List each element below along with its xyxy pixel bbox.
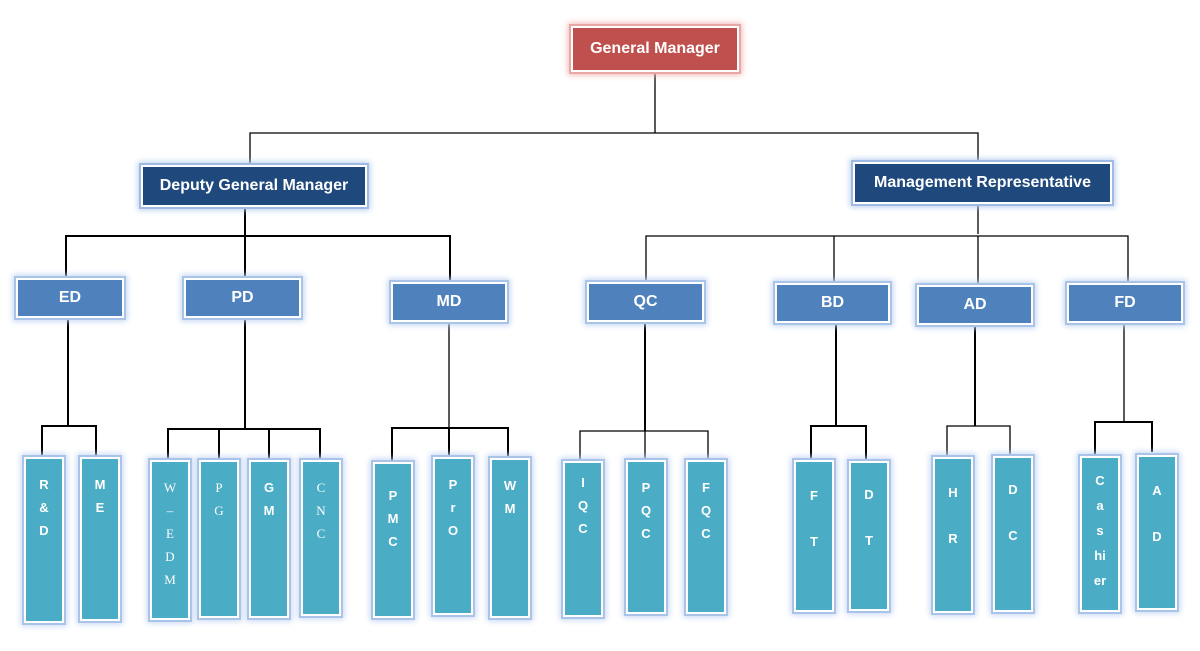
unit-letter: D bbox=[864, 487, 874, 502]
unit-letter: A bbox=[1152, 483, 1162, 498]
unit-letter: M bbox=[164, 572, 176, 587]
unit-wedm-box: W – E D M bbox=[150, 460, 190, 620]
unit-iqc-box: I Q C bbox=[563, 461, 603, 617]
unit-wm-box: W M bbox=[490, 458, 530, 618]
unit-pro-box: P r O bbox=[433, 457, 473, 615]
unit-letter: W bbox=[503, 478, 517, 493]
unit-letter: R bbox=[948, 531, 958, 546]
unit-dc-box: D C bbox=[993, 456, 1033, 612]
unit-letter: P bbox=[448, 477, 458, 492]
unit-cashier-box: C a s hi er bbox=[1080, 456, 1120, 612]
unit-letter: M bbox=[94, 477, 106, 492]
unit-letter: Q bbox=[700, 503, 712, 518]
unit-letter: R bbox=[39, 477, 49, 492]
unit-rd-box: R & D bbox=[24, 457, 64, 623]
unit-me-box: M E bbox=[80, 457, 120, 621]
unit-letter: G bbox=[214, 503, 224, 518]
unit-letter: r bbox=[450, 500, 456, 515]
unit-letter: E bbox=[95, 500, 105, 515]
unit-letter: F bbox=[810, 488, 818, 503]
unit-gm-box: G M bbox=[249, 460, 289, 618]
unit-letter: & bbox=[39, 500, 49, 515]
unit-letter: W bbox=[163, 480, 177, 495]
unit-fqc-box: F Q C bbox=[686, 460, 726, 614]
unit-letter: G bbox=[263, 480, 275, 495]
unit-ad-sub-box: A D bbox=[1137, 455, 1177, 610]
dept-qc-box: QC bbox=[587, 282, 704, 322]
unit-letter: Q bbox=[577, 498, 589, 513]
unit-letter: C bbox=[1008, 528, 1018, 543]
unit-ft-box: F T bbox=[794, 460, 834, 612]
unit-letter: Q bbox=[640, 503, 652, 518]
unit-letter: I bbox=[581, 475, 585, 490]
dept-md-box: MD bbox=[391, 282, 507, 322]
unit-letter: M bbox=[387, 511, 399, 526]
unit-letter: C bbox=[1095, 473, 1105, 488]
unit-letter: P bbox=[388, 488, 398, 503]
unit-letter: P bbox=[641, 480, 651, 495]
unit-letter: D bbox=[1008, 482, 1018, 497]
unit-letter: T bbox=[865, 533, 873, 548]
unit-letter: C bbox=[316, 526, 326, 541]
dept-ad-box: AD bbox=[917, 285, 1033, 325]
unit-letter: C bbox=[388, 534, 398, 549]
unit-letter: D bbox=[165, 549, 175, 564]
unit-letter: N bbox=[316, 503, 326, 518]
unit-letter: E bbox=[166, 526, 174, 541]
unit-letter: M bbox=[263, 503, 275, 518]
unit-cnc-box: C N C bbox=[301, 460, 341, 616]
unit-letter: D bbox=[39, 523, 49, 538]
unit-letter: – bbox=[166, 503, 174, 518]
unit-letter: s bbox=[1096, 523, 1104, 538]
unit-pg-box: P G bbox=[199, 460, 239, 618]
unit-letter: C bbox=[641, 526, 651, 541]
unit-letter: C bbox=[316, 480, 326, 495]
unit-dt-box: D T bbox=[849, 461, 889, 611]
unit-letter: C bbox=[701, 526, 711, 541]
unit-letter: a bbox=[1096, 498, 1104, 513]
dept-fd-box: FD bbox=[1067, 283, 1183, 323]
unit-letter: C bbox=[578, 521, 588, 536]
management-representative-box: Management Representative bbox=[853, 162, 1112, 204]
deputy-general-manager-box: Deputy General Manager bbox=[141, 165, 367, 207]
unit-hr-box: H R bbox=[933, 457, 973, 613]
unit-letter: hi bbox=[1094, 548, 1106, 563]
unit-letter: O bbox=[447, 523, 459, 538]
unit-pqc-box: P Q C bbox=[626, 460, 666, 614]
unit-letter: M bbox=[504, 501, 516, 516]
dept-ed-box: ED bbox=[16, 278, 124, 318]
unit-letter: P bbox=[215, 480, 223, 495]
unit-letter: D bbox=[1152, 529, 1162, 544]
unit-letter: H bbox=[948, 485, 958, 500]
unit-pmc-box: P M C bbox=[373, 462, 413, 618]
general-manager-box: General Manager bbox=[571, 26, 739, 72]
dept-bd-box: BD bbox=[775, 283, 890, 323]
dept-pd-box: PD bbox=[184, 278, 301, 318]
unit-letter: F bbox=[702, 480, 710, 495]
unit-letter: T bbox=[810, 534, 818, 549]
unit-letter: er bbox=[1093, 573, 1107, 588]
